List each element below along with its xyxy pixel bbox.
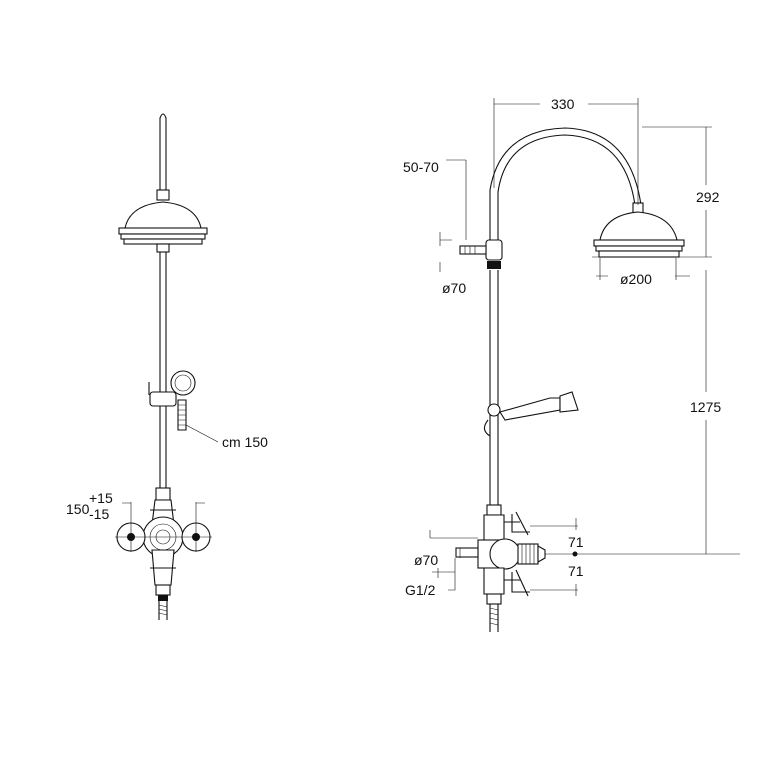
bracket-diameter-value: ø70 [442, 280, 466, 296]
side-shower-head [592, 211, 690, 258]
side-riser [489, 270, 499, 505]
valve-diameter-value: ø70 [414, 552, 438, 568]
hose-length-label: cm 150 [222, 434, 268, 450]
side-hand-shower [483, 391, 579, 437]
head-diameter-value: ø200 [620, 271, 652, 287]
wall-distance-value: 50-70 [403, 159, 439, 175]
lower-offset-value: 71 [568, 563, 584, 579]
tolerance-plus: +15 [89, 490, 113, 506]
shower-head [118, 201, 208, 253]
arm-reach-value: 330 [551, 96, 575, 112]
upper-offset-value: 71 [568, 534, 584, 550]
rain-riser [156, 113, 170, 201]
side-valve [455, 504, 740, 632]
thermostatic-valve-front [115, 487, 212, 620]
slide-rail [159, 252, 167, 488]
front-view: cm 150 150 +15 -15 [66, 113, 268, 620]
riser-height-value: 1275 [690, 399, 721, 415]
tolerance-minus: -15 [89, 506, 109, 522]
distance-value: 150 [66, 501, 90, 517]
dimension-lines [429, 98, 712, 596]
side-view: 330 50-70 292 ø70 ø200 1275 ø70 G1/2 71 … [403, 96, 740, 632]
wall-bracket [459, 239, 503, 269]
head-height-value: 292 [696, 189, 720, 205]
distance-dimension: 150 +15 -15 [66, 490, 205, 552]
thread-value: G1/2 [405, 582, 436, 598]
hand-shower [148, 370, 219, 443]
